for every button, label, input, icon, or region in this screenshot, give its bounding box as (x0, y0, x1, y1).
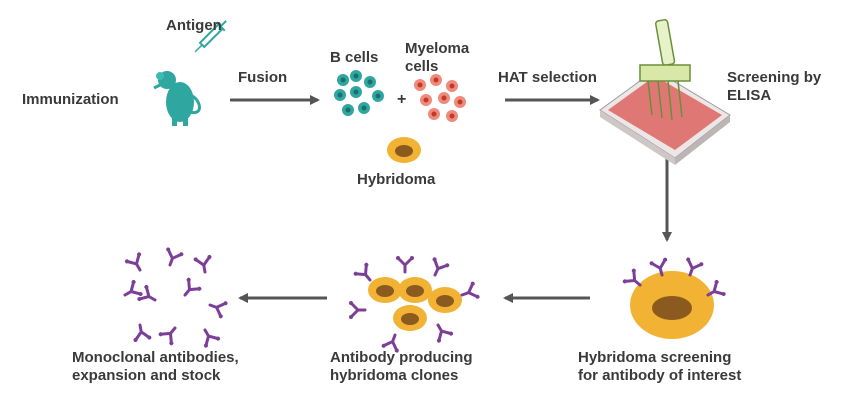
screening-elisa-label: Screening by ELISA (727, 69, 821, 105)
myeloma-line-2: cells (405, 58, 439, 75)
pipette-icon (639, 19, 691, 121)
plus-sign: + (397, 91, 406, 108)
hybridoma-clones (347, 254, 482, 355)
screening-line-2: ELISA (727, 87, 772, 104)
mono-line-2: expansion and stock (72, 367, 221, 384)
b-cells-label: B cells (330, 49, 379, 66)
hybridoma-screening-label: Hybridoma screening for antibody of inte… (578, 349, 741, 385)
hybridoma-screening-cell (620, 255, 728, 339)
mouse-icon (153, 71, 201, 126)
screening-line-1: Screening by (727, 69, 822, 86)
mono-line-1: Monoclonal antibodies, (72, 349, 239, 366)
elisa-plate-icon (599, 69, 731, 165)
antibody-icon (119, 245, 230, 350)
clones-line-1: Antibody producing (330, 349, 473, 366)
syringe-icon (194, 20, 227, 53)
hybridoma-cell-icon (387, 137, 421, 163)
clones-line-2: hybridoma clones (330, 367, 459, 384)
monoclonal-label: Monoclonal antibodies, expansion and sto… (72, 349, 239, 385)
antigen-label: Antigen (166, 17, 222, 34)
fusion-label: Fusion (238, 69, 288, 86)
clones-label: Antibody producing hybridoma clones (330, 349, 472, 385)
myeloma-line-1: Myeloma (405, 40, 470, 57)
hat-selection-label: HAT selection (498, 69, 597, 86)
hyb-screen-line-1: Hybridoma screening (578, 349, 732, 366)
immunization-label: Immunization (22, 91, 119, 108)
hybridoma-label: Hybridoma (357, 171, 436, 188)
myeloma-label: Myeloma cells (405, 40, 469, 76)
myeloma-cell-icon (414, 74, 466, 122)
hyb-screen-line-2: for antibody of interest (578, 367, 742, 384)
b-cell-icon (334, 70, 384, 116)
